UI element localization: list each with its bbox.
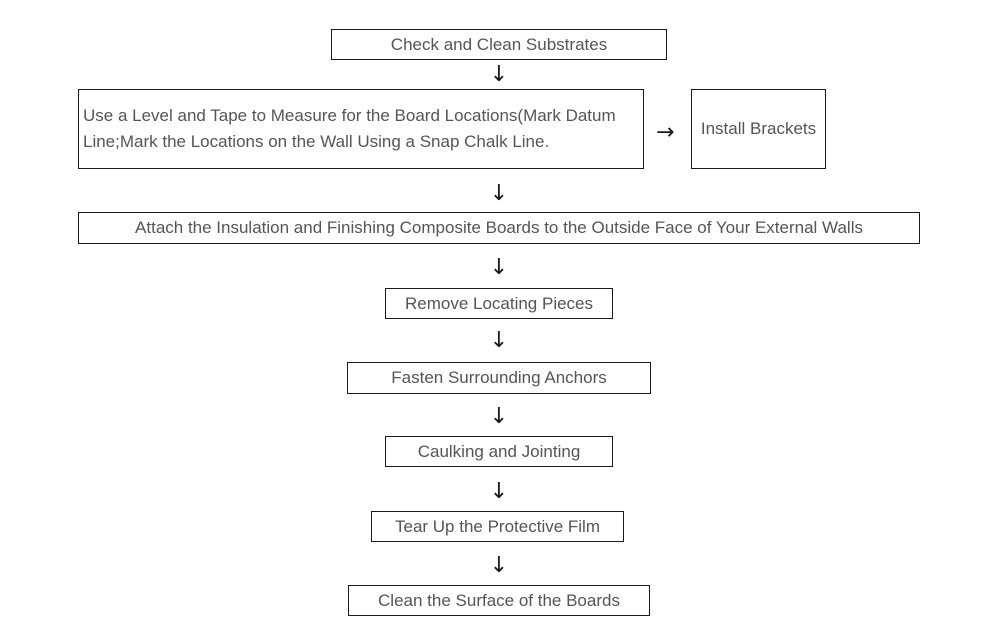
arrow-right-1: → — [656, 120, 675, 145]
step-label: Fasten Surrounding Anchors — [391, 368, 607, 387]
step-label: Check and Clean Substrates — [390, 34, 608, 54]
step-label: Clean the Surface of the Boards — [378, 590, 620, 610]
step-label: Use a Level and Tape to Measure for the … — [83, 106, 616, 151]
arrow-down-2: ↓ — [489, 181, 509, 206]
step-label: Caulking and Jointing — [417, 441, 581, 461]
arrow-down-5: ↓ — [489, 404, 509, 429]
arrow-down-6: ↓ — [489, 479, 509, 504]
step-remove-locating-pieces: Remove Locating Pieces — [385, 288, 613, 319]
step-label: Remove Locating Pieces — [404, 293, 594, 313]
step-label: Attach the Insulation and Finishing Comp… — [135, 218, 863, 237]
arrow-down-1: ↓ — [489, 62, 509, 87]
step-label: Tear Up the Protective Film — [394, 516, 600, 536]
step-tear-protective-film: Tear Up the Protective Film — [371, 511, 624, 542]
step-measure-board-locations: Use a Level and Tape to Measure for the … — [78, 89, 644, 169]
arrow-down-3: ↓ — [489, 255, 509, 280]
step-attach-composite-boards: Attach the Insulation and Finishing Comp… — [78, 212, 920, 244]
step-label: Install Brackets — [700, 119, 817, 138]
step-clean-board-surface: Clean the Surface of the Boards — [348, 585, 650, 616]
step-fasten-surrounding-anchors: Fasten Surrounding Anchors — [347, 362, 651, 394]
step-caulking-jointing: Caulking and Jointing — [385, 436, 613, 467]
arrow-down-4: ↓ — [489, 328, 509, 353]
step-install-brackets: Install Brackets — [691, 89, 826, 169]
step-check-clean-substrates: Check and Clean Substrates — [331, 29, 667, 60]
arrow-down-7: ↓ — [489, 553, 509, 578]
